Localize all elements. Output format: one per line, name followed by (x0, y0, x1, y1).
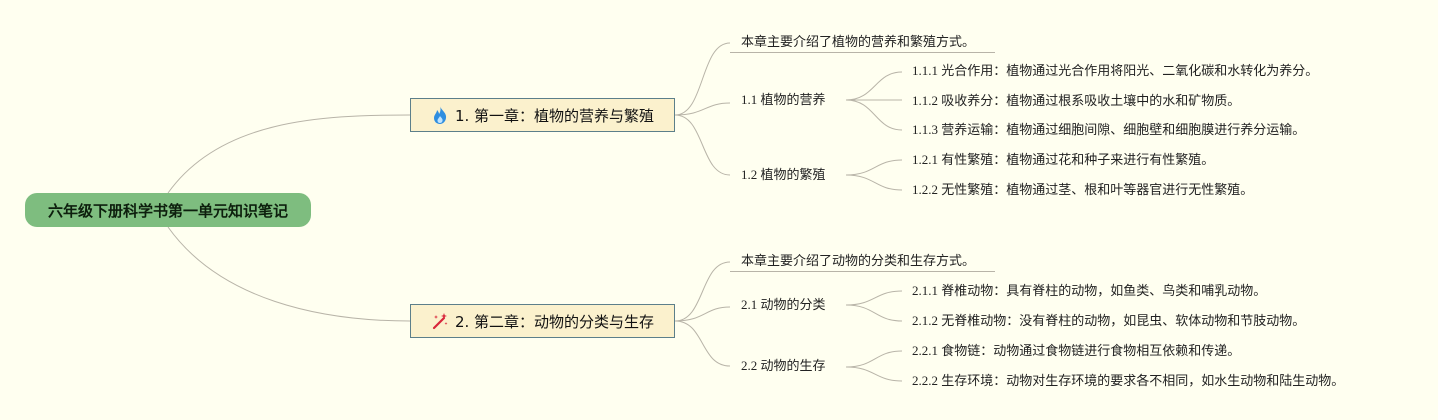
leaf-item[interactable]: 1.2.1 有性繁殖：植物通过花和种子来进行有性繁殖。 (912, 152, 1215, 167)
section-title[interactable]: 2.2 动物的生存 (741, 358, 826, 373)
underline (730, 271, 995, 272)
magic-wand-icon (431, 311, 449, 331)
leaf-item[interactable]: 2.2.1 食物链：动物通过食物链进行食物相互依赖和传递。 (912, 343, 1241, 358)
leaf-item[interactable]: 1.1.2 吸收养分：植物通过根系吸收土壤中的水和矿物质。 (912, 93, 1241, 108)
leaf-item[interactable]: 1.2.2 无性繁殖：植物通过茎、根和叶等器官进行无性繁殖。 (912, 182, 1254, 197)
underline (730, 52, 995, 53)
section-title[interactable]: 1.2 植物的繁殖 (741, 167, 826, 182)
chapter-title: 2. 第二章：动物的分类与生存 (454, 312, 655, 331)
section-title[interactable]: 2.1 动物的分类 (741, 297, 826, 312)
chapter-summary[interactable]: 本章主要介绍了动物的分类和生存方式。 (741, 253, 976, 268)
chapter-title: 1. 第一章：植物的营养与繁殖 (454, 106, 655, 125)
root-title: 六年级下册科学书第一单元知识笔记 (47, 201, 288, 220)
chapter-node-1[interactable]: 1. 第一章：植物的营养与繁殖 (410, 98, 675, 132)
leaf-item[interactable]: 2.1.2 无脊椎动物：没有脊柱的动物，如昆虫、软体动物和节肢动物。 (912, 313, 1306, 328)
leaf-item[interactable]: 1.1.1 光合作用：植物通过光合作用将阳光、二氧化碳和水转化为养分。 (912, 63, 1319, 78)
chapter-node-2[interactable]: 2. 第二章：动物的分类与生存 (410, 304, 675, 338)
section-title[interactable]: 1.1 植物的营养 (741, 92, 826, 107)
fire-icon (431, 105, 449, 125)
root-node[interactable]: 六年级下册科学书第一单元知识笔记 (25, 193, 311, 227)
leaf-item[interactable]: 2.1.1 脊椎动物：具有脊柱的动物，如鱼类、鸟类和哺乳动物。 (912, 283, 1267, 298)
leaf-item[interactable]: 2.2.2 生存环境：动物对生存环境的要求各不相同，如水生动物和陆生动物。 (912, 373, 1345, 388)
chapter-summary[interactable]: 本章主要介绍了植物的营养和繁殖方式。 (741, 34, 976, 49)
leaf-item[interactable]: 1.1.3 营养运输：植物通过细胞间隙、细胞壁和细胞膜进行养分运输。 (912, 122, 1306, 137)
